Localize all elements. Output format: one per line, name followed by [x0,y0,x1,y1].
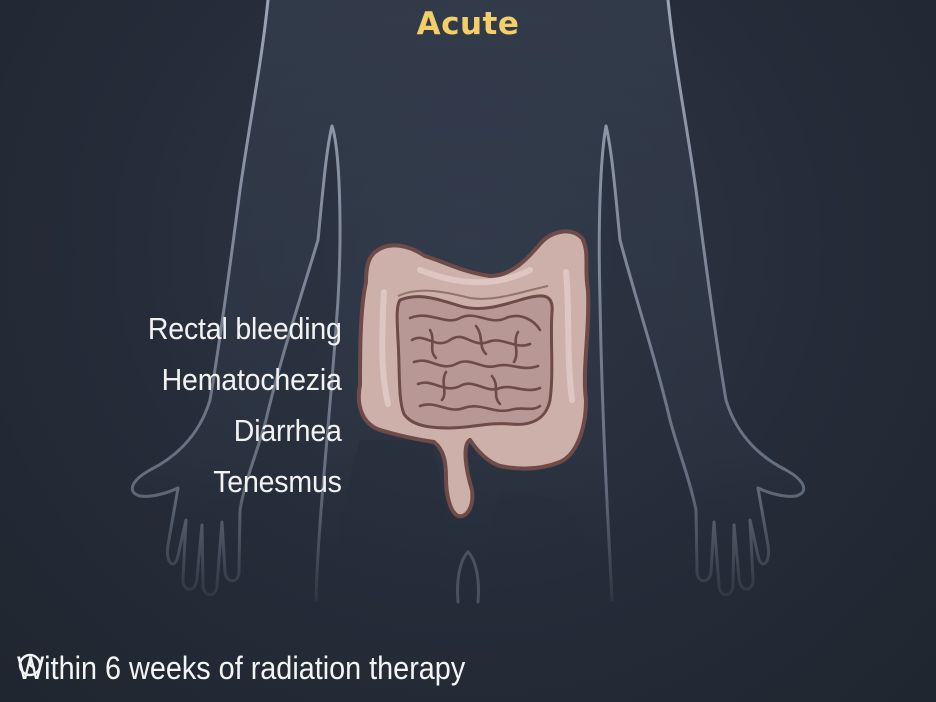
intestines-illustration [356,229,591,519]
clock-icon [18,653,42,677]
symptom-item: Hematochezia [161,362,342,397]
symptom-item: Tenesmus [213,464,342,499]
small-intestine-loops [408,314,542,413]
leg-gap-outline [456,549,480,604]
symptom-item: Rectal bleeding [148,311,342,346]
symptom-item: Diarrhea [234,413,342,448]
symptom-list: Rectal bleeding Hematochezia Diarrhea Te… [131,303,342,507]
timing-note: Within 6 weeks of radiation therapy [17,650,515,687]
body-outline-right [597,0,806,602]
colon-inner-edge [397,285,549,300]
body-outline-left [130,0,342,602]
colon-highlight [379,267,575,407]
timing-text: Within 6 weeks of radiation therapy [17,650,466,686]
stage-title: Acute [416,6,520,42]
